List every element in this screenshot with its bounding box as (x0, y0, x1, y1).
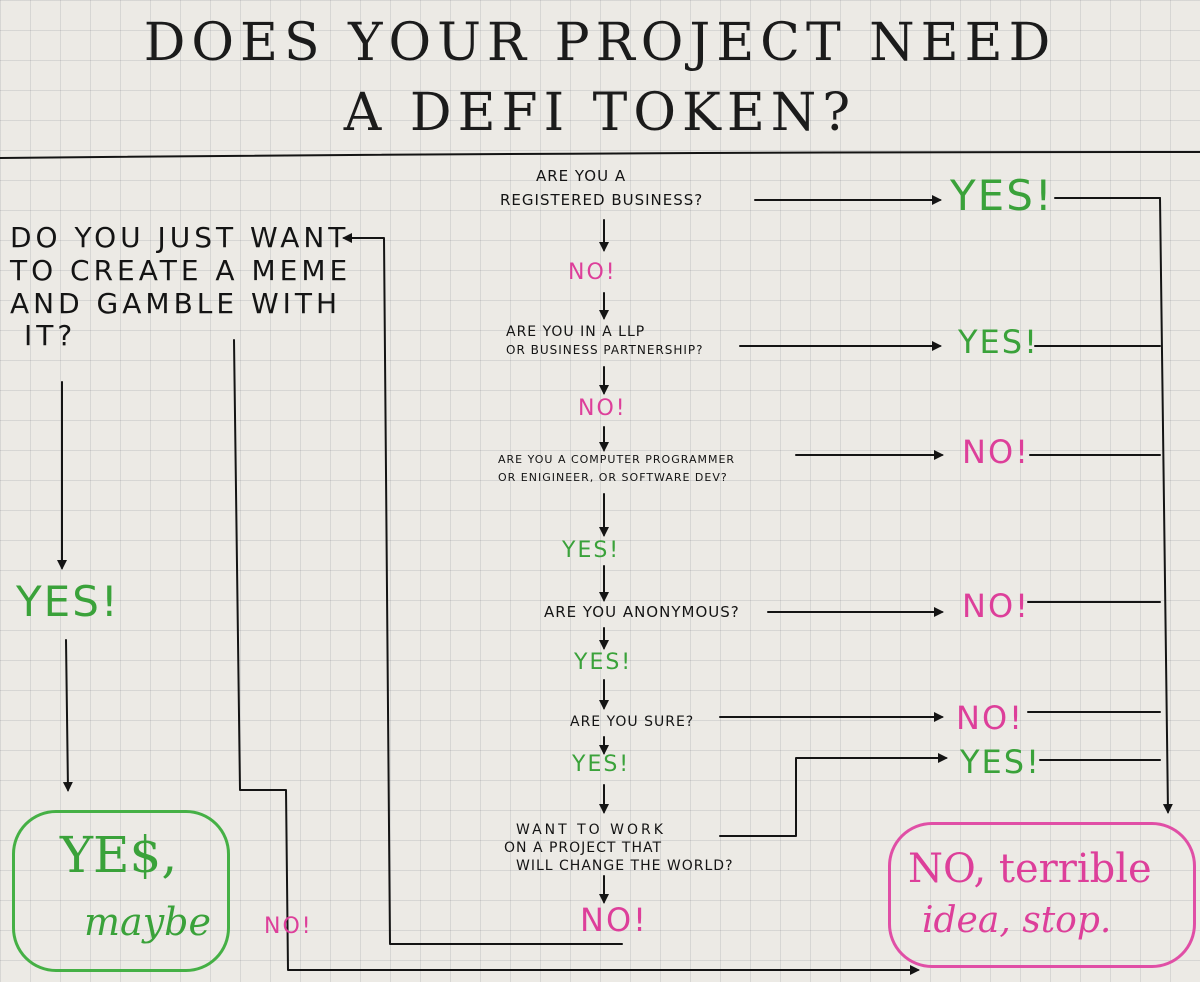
q1-yes-answer: YES! (950, 171, 1054, 220)
question-change-world-line: will change the world? (516, 858, 734, 874)
page-title-line2: A DeFi Token? (343, 83, 857, 143)
title-divider (0, 151, 1200, 159)
outcome-no-terrible-box (888, 822, 1196, 968)
question-registered-business-line: Are you a (536, 167, 627, 185)
q2-yes-answer: YES! (958, 323, 1039, 361)
left-question-line: it? (24, 319, 77, 353)
question-change-world-line: Want to work (516, 822, 666, 838)
question-programmer-line: Are you a computer programmer (498, 453, 736, 466)
left-yes-answer: YES! (16, 577, 120, 626)
left-question-line: to create a meme (10, 253, 352, 287)
connector-left-no-path (233, 339, 920, 975)
q6-no-answer: NO! (580, 901, 648, 939)
q5-yes-answer: YES! (572, 752, 631, 777)
q6-yes-answer: YES! (960, 743, 1041, 781)
outcome-yes-line2: maybe (84, 900, 211, 944)
page-title-line1: Does Your Project Need (143, 13, 1057, 73)
q4-yes-answer: YES! (574, 650, 633, 675)
q1-no-answer: NO! (568, 260, 617, 285)
q2-no-answer: NO! (578, 396, 627, 421)
q3-no-answer: NO! (962, 433, 1030, 471)
outcome-yes-maybe-box (12, 810, 230, 972)
connector-left-yes-outcome (62, 639, 73, 792)
question-anonymous: Are you Anonymous? (544, 603, 740, 621)
q4-no-answer: NO! (962, 587, 1030, 625)
left-question-line: and gamble with (10, 286, 342, 320)
left-question-line: Do you just want (10, 221, 350, 254)
left-question: Do you just want to create a meme and ga… (10, 221, 352, 353)
question-change-world-line: on a project that (504, 840, 663, 856)
question-are-you-sure: Are you sure? (570, 714, 695, 730)
q5-no-answer: NO! (956, 699, 1024, 737)
question-registered-business-line: Registered Business? (500, 191, 704, 209)
q3-yes-answer: YES! (562, 538, 621, 563)
connector-q6-yes (719, 753, 948, 837)
outcome-yes-line1: YE$, (60, 826, 178, 884)
outcome-no-line2: idea, stop. (922, 900, 1112, 941)
right-rail (1159, 197, 1173, 814)
connector-bottom-no-loop (342, 233, 623, 945)
question-llp-line: Are you in a LLP (506, 324, 646, 340)
outcome-no-line1: NO, terrible (908, 846, 1152, 892)
question-llp-line: or business partnership? (506, 343, 704, 357)
left-no-answer: NO! (264, 914, 313, 939)
question-programmer-line: or enigineer, or software dev? (498, 471, 728, 484)
